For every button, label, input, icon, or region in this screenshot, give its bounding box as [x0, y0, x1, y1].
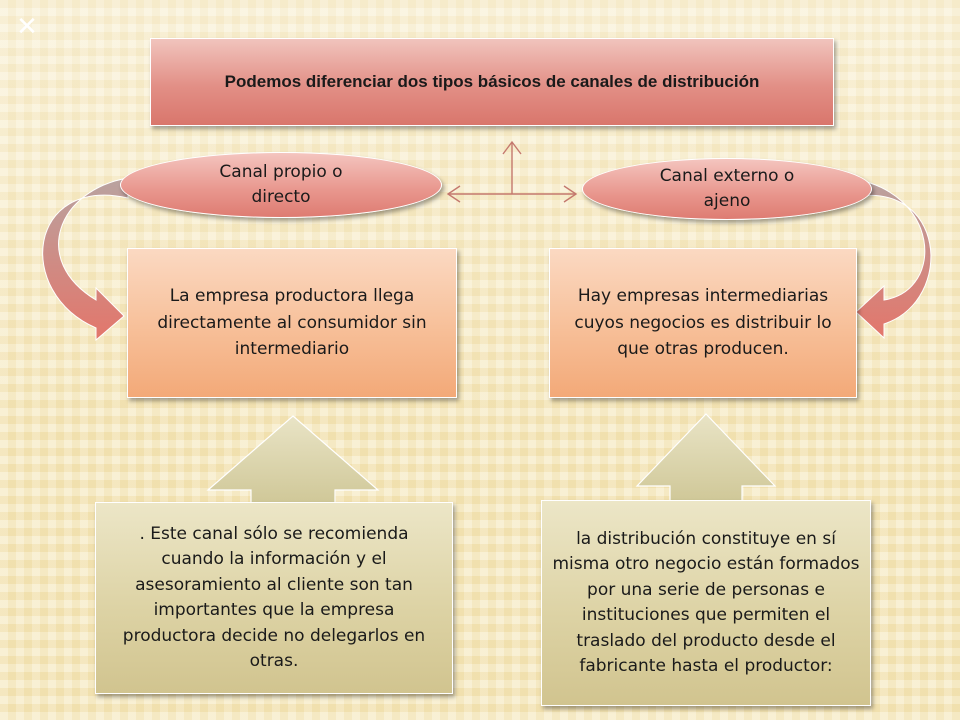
curved-arrow-right: [847, 177, 932, 340]
x-mark-icon: ✕: [16, 12, 38, 42]
box-canal-externo-detail: la distribución constituye en sí misma o…: [541, 500, 871, 706]
oval-canal-propio: Canal propio o directo: [120, 152, 442, 218]
oval-canal-propio-text: Canal propio o directo: [219, 161, 343, 208]
box-canal-externo-description: Hay empresas intermediarias cuyos negoci…: [549, 248, 857, 398]
diagram-title: Podemos diferenciar dos tipos básicos de…: [150, 38, 834, 126]
box-canal-propio-description: La empresa productora llega directamente…: [127, 248, 457, 398]
block-up-arrow-left: [206, 415, 380, 506]
double-arrow-connector: [446, 185, 578, 203]
box-canal-propio-detail: . Este canal sólo se recomienda cuando l…: [95, 502, 453, 694]
diagram-title-text: Podemos diferenciar dos tipos básicos de…: [224, 72, 760, 91]
oval-canal-externo: Canal externo o ajeno: [582, 158, 872, 220]
box-canal-externo-detail-text: la distribución constituye en sí misma o…: [552, 528, 860, 677]
block-up-arrow-right: [635, 413, 777, 504]
box-canal-propio-detail-text: . Este canal sólo se recomienda cuando l…: [122, 523, 426, 672]
oval-canal-externo-text: Canal externo o ajeno: [659, 165, 795, 212]
up-connector: [502, 140, 522, 194]
box-canal-propio-description-text: La empresa productora llega directamente…: [157, 286, 427, 360]
box-canal-externo-description-text: Hay empresas intermediarias cuyos negoci…: [574, 286, 832, 360]
curved-arrow-left: [42, 177, 129, 342]
